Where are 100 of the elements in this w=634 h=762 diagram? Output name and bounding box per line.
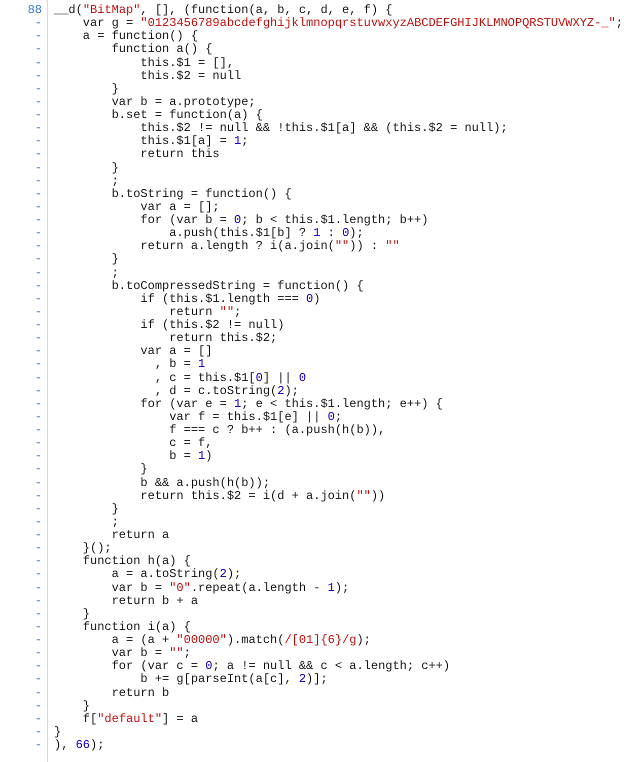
line-marker: - (34, 647, 42, 660)
code-line: a = (a + "00000").match(/[01]{6}/g); (110, 634, 371, 648)
line-marker: - (34, 306, 42, 319)
line-marker: - (34, 358, 42, 372)
code-line: for (var c = 0; a != null && c < a.length; c++) (110, 660, 450, 674)
line-marker: - (34, 700, 42, 713)
code-line: b = 1) (168, 450, 212, 464)
line-marker: - (34, 660, 42, 674)
line-marker: - (34, 450, 42, 464)
code-line: function i(a) { (82, 620, 191, 634)
code-line: return this (139, 148, 220, 162)
code-line: b.set = function(a) { (110, 109, 263, 122)
code-line: var b = "0".repeat(a.length - 1); (110, 582, 350, 595)
line-marker: - (34, 253, 42, 266)
code-line: this.$1 = [], (139, 56, 234, 70)
line-marker: - (34, 437, 42, 450)
code-line: var f = this.$1[e] || 0; (168, 410, 342, 424)
line-marker: - (34, 620, 42, 634)
code-line: return a (110, 529, 170, 542)
line-marker: - (34, 200, 42, 214)
code-line: f["default"] = a (82, 712, 198, 726)
line-marker: - (34, 568, 42, 582)
line-marker: - (34, 43, 42, 56)
code-line: ; (110, 174, 119, 188)
line-marker: - (34, 96, 42, 109)
code-line: } (82, 608, 90, 621)
line-marker: - (34, 30, 42, 44)
code-line: return b (110, 686, 170, 700)
line-marker: - (34, 476, 42, 490)
line-marker: - (34, 266, 42, 280)
code-line: } (110, 162, 119, 175)
line-marker: - (34, 726, 42, 739)
line-marker: - (34, 384, 42, 398)
line-marker: - (34, 17, 42, 30)
line-marker: - (34, 240, 42, 254)
line-marker: - (34, 594, 42, 608)
line-marker: - (34, 319, 42, 332)
line-marker: - (34, 529, 42, 542)
code-line: return this.$2 = i(d + a.join("")) (139, 490, 386, 503)
code-line: var a = [] (139, 345, 212, 358)
code-line: b.toString = function() { (110, 188, 292, 201)
code-line: for (var b = 0; b < this.$1.length; b++) (139, 214, 428, 228)
code-line: } (54, 726, 62, 739)
line-marker: - (34, 686, 42, 700)
line-marker: - (34, 712, 42, 726)
code-line: , d = c.toString(2); (154, 384, 299, 398)
line-marker: - (34, 542, 42, 556)
code-line: } (139, 463, 148, 476)
line-marker: - (34, 122, 42, 136)
code-line: return this.$2; (168, 332, 278, 346)
code-line: if (this.$1.length === 0) (139, 292, 320, 306)
code-line: return a.length ? i(a.join("")) : "" (139, 240, 400, 254)
line-marker: - (34, 398, 42, 411)
line-marker: - (34, 582, 42, 595)
code-line: if (this.$2 != null) (139, 319, 284, 332)
code-line: function a() { (110, 43, 212, 56)
code-line: f === c ? b++ : (a.push(h(b)), (168, 424, 386, 438)
line-marker: - (34, 188, 42, 201)
code-line: } (82, 700, 90, 713)
code-line: return ""; (168, 306, 242, 319)
code-line: }(); (82, 542, 112, 556)
code-line: var b = ""; (110, 647, 191, 660)
line-marker: - (34, 214, 42, 228)
line-number: 88 (28, 4, 42, 18)
code-line: var g = "0123456789abcdefghijklmnopqrstuvwxyzABCDEFGHIJKLMNOPQRSTUVWXYZ-_"; (82, 17, 623, 30)
code-line: var a = []; (139, 200, 220, 214)
code-line: function h(a) { (82, 555, 191, 568)
line-marker: - (34, 739, 42, 752)
code-line: } (110, 82, 119, 96)
line-marker: - (34, 410, 42, 424)
code-line: , c = this.$1[0] || 0 (154, 372, 306, 385)
code-line: this.$1[a] = 1; (139, 135, 248, 148)
line-marker: - (34, 555, 42, 568)
code-line: , b = 1 (154, 358, 206, 372)
line-marker: - (34, 332, 42, 346)
code-line: __d("BitMap", [], (function(a, b, c, d, e, f) { (54, 4, 392, 18)
code-line: a.push(this.$1[b] ? 1 : 0); (168, 227, 364, 240)
code-line: this.$2 = null (139, 70, 242, 83)
line-marker: - (34, 56, 42, 70)
code-line: var b = a.prototype; (110, 96, 256, 109)
code-line: ; (110, 516, 119, 529)
line-marker: - (34, 70, 42, 83)
line-marker: - (34, 372, 42, 385)
line-marker: - (34, 502, 42, 516)
line-marker: - (34, 280, 42, 293)
line-marker: - (34, 490, 42, 503)
code-line: a = a.toString(2); (110, 568, 242, 582)
code-line: } (110, 253, 119, 266)
code-line: b += g[parseInt(a[c], 2)]; (139, 673, 328, 686)
line-marker: - (34, 608, 42, 621)
code-line: c = f, (168, 437, 212, 450)
line-marker: - (34, 345, 42, 358)
code-line: b.toCompressedString = function() { (110, 280, 364, 293)
code-line: this.$2 != null && !this.$1[a] && (this.$2 = null); (139, 122, 508, 136)
code-line: ), 66); (54, 739, 104, 752)
code-line: b && a.push(h(b)); (139, 476, 270, 490)
code-line: for (var e = 1; e < this.$1.length; e++) { (139, 398, 443, 411)
line-marker: - (34, 424, 42, 438)
code-line: ; (110, 266, 119, 280)
line-marker: - (34, 109, 42, 122)
